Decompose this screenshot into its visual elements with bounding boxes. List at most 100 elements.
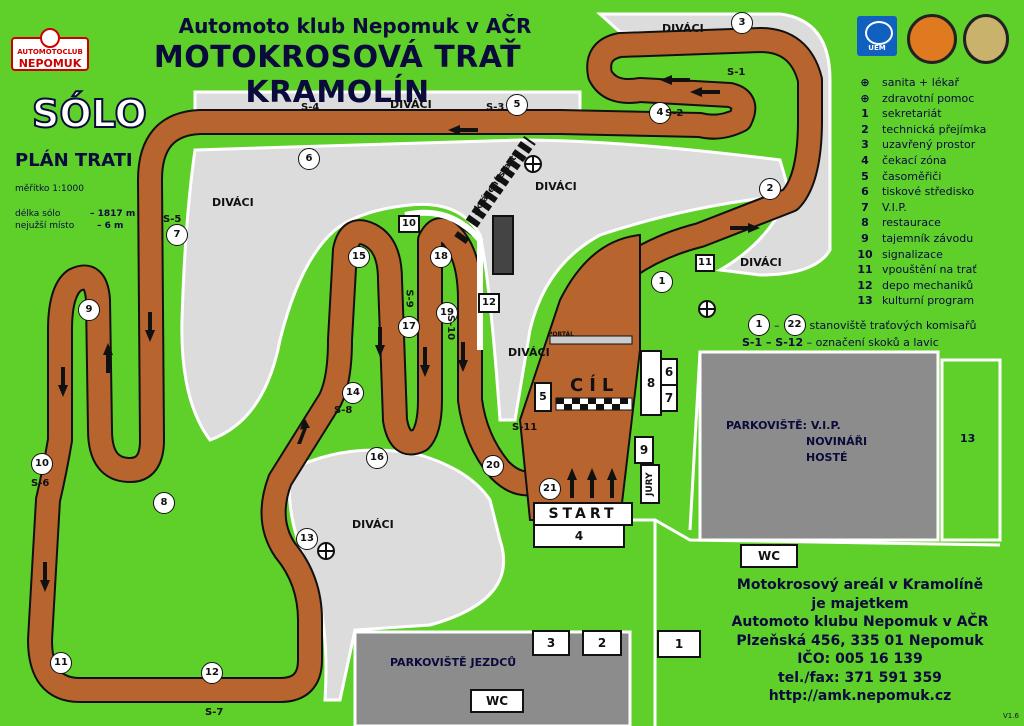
acr-emblem-icon xyxy=(963,14,1009,64)
signal-post-10: 10 xyxy=(398,215,420,233)
legend-marshal: 1 – 22 stanoviště traťových komisařů xyxy=(748,314,976,336)
medical-cross-icon xyxy=(317,155,716,560)
marshal-post: 21 xyxy=(539,478,561,500)
building-12: 12 xyxy=(478,293,500,313)
depot-tower xyxy=(492,215,514,275)
jury-box: JURY xyxy=(640,464,660,504)
marshal-post: 19 xyxy=(436,302,458,324)
service-road xyxy=(620,351,1001,726)
legend-jumps-range: S-1 – S-12 xyxy=(742,336,804,349)
spectator-area-center xyxy=(180,138,792,442)
marshal-post: 3 xyxy=(731,12,753,34)
marshal-post: 7 xyxy=(166,224,188,246)
spectators-label: DIVÁCI xyxy=(390,98,432,111)
marshal-post: 10 xyxy=(31,453,53,475)
legend-jumps: S-1 – S-12 – označení skoků a lavic xyxy=(742,336,939,349)
spectators-label: DIVÁCI xyxy=(662,22,704,35)
uem-logo-text: UEM xyxy=(868,44,886,52)
spectators-label: DIVÁCI xyxy=(740,256,782,269)
marshal-post: 17 xyxy=(398,316,420,338)
marshal-post: 20 xyxy=(482,455,504,477)
parking-area-13 xyxy=(940,358,1002,542)
shortcut-start xyxy=(454,135,536,245)
jump-marker: S-3 xyxy=(486,102,505,113)
marshal-post: 6 xyxy=(298,148,320,170)
legend-jumps-label: označení skoků a lavic xyxy=(815,336,939,349)
narrow-value: – 6 m xyxy=(97,221,124,231)
length-value: – 1817 m xyxy=(90,209,136,219)
club-title: Automoto klub Nepomuk v AČR xyxy=(178,14,532,38)
finish-label: CÍL xyxy=(570,375,620,396)
jump-marker: S-1 xyxy=(727,67,746,78)
jump-marker: S-4 xyxy=(301,102,320,113)
ownership-info: Motokrosový areál v Kramolíně je majetke… xyxy=(720,576,1000,706)
jump-marker: S-5 xyxy=(163,214,182,225)
track-title: MOTOKROSOVÁ TRAŤ KRAMOLÍN xyxy=(153,40,522,110)
finish-line xyxy=(555,397,633,411)
marshal-post: 12 xyxy=(201,662,223,684)
marshal-post: 11 xyxy=(50,652,72,674)
club-logo-bottom: NEPOMUK xyxy=(18,57,82,70)
marshal-post: 5 xyxy=(506,94,528,116)
spectators-label: DIVÁCI xyxy=(535,180,577,193)
legend-marshal-to: 22 xyxy=(783,314,806,336)
portal-label: PORTÁL xyxy=(548,331,574,338)
jump-marker: S-11 xyxy=(512,422,538,433)
spectators-label: DIVÁCI xyxy=(352,518,394,531)
marshal-post: 16 xyxy=(366,447,388,469)
riders-parking-label: PARKOVIŠTĚ JEZDCŮ xyxy=(390,656,517,669)
building-9: 9 xyxy=(634,436,654,464)
uem-logo: UEM xyxy=(857,16,897,56)
jump-marker: S-9 xyxy=(403,289,415,308)
wc-box-riders: WC xyxy=(470,689,524,713)
club-logo: AUTOMOTOCLUB NEPOMUK xyxy=(10,28,90,72)
building-8: 8 xyxy=(640,350,662,416)
class-label: SÓLO xyxy=(31,91,148,137)
legend-item: ⊕sanita + lékař xyxy=(860,76,960,89)
marshal-post: 15 xyxy=(348,246,370,268)
marshal-post: 4 xyxy=(649,102,671,124)
building-5: 5 xyxy=(534,382,552,412)
vip-parking-label: PARKOVIŠTĚ: V.I.P. NOVINÁŘI HOSTÉ xyxy=(726,419,868,464)
building-1: 1 xyxy=(657,630,701,658)
website-link[interactable]: http://amk.nepomuk.cz xyxy=(768,688,952,704)
jump-marker: S-8 xyxy=(334,405,353,416)
area-13-label: 13 xyxy=(960,432,976,445)
length-label: délka sólo xyxy=(15,209,61,219)
narrow-label: nejužší místo xyxy=(15,221,75,231)
marshal-post: 1 xyxy=(651,271,673,293)
marshal-post: 18 xyxy=(430,246,452,268)
legend-marshal-from: 1 xyxy=(748,314,770,336)
jump-marker: S-10 xyxy=(445,314,457,341)
wc-box: WC xyxy=(740,544,798,568)
legend-item: ⊕zdravotní pomoc xyxy=(860,91,975,105)
marshal-post: 9 xyxy=(78,299,100,321)
parking-vip xyxy=(698,350,940,542)
spectators-label: DIVÁCI xyxy=(212,196,254,209)
version-label: V1.6 xyxy=(1003,712,1019,720)
plan-subtitle: PLÁN TRATI xyxy=(15,150,133,171)
federation-emblem-icon xyxy=(907,14,957,64)
club-logo-top: AUTOMOTOCLUB xyxy=(17,48,83,56)
direction-arrows xyxy=(40,75,760,592)
legend-marshal-label: stanoviště traťových komisařů xyxy=(809,318,977,332)
portal xyxy=(549,335,633,345)
building-6: 6 xyxy=(660,358,678,386)
spectators-label: DIVÁCI xyxy=(508,346,550,359)
marshal-post: 8 xyxy=(153,492,175,514)
building-7: 7 xyxy=(660,384,678,412)
scale-label: měřítko 1:1000 xyxy=(15,184,84,194)
